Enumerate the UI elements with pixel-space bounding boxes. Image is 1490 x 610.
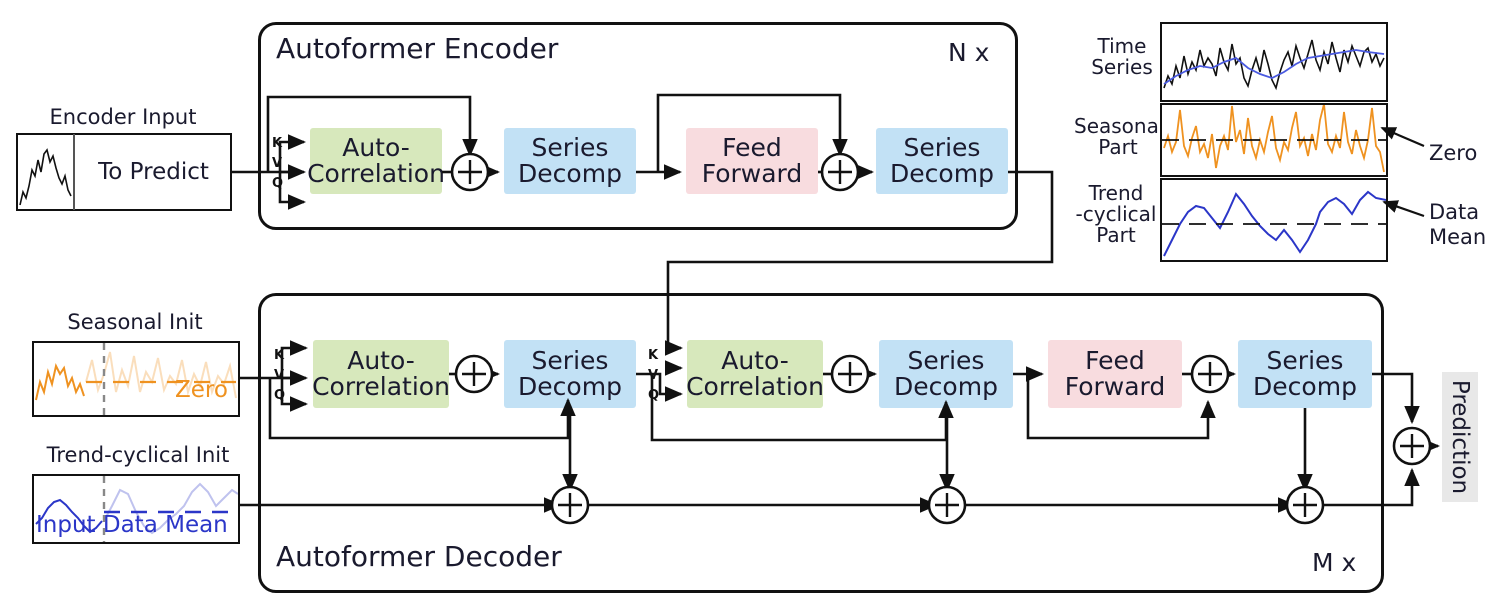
- encoder-decomp2-line2: Decomp: [890, 159, 994, 188]
- decoder2-k-label: K: [648, 348, 659, 363]
- encoder-title: Autoformer Encoder: [276, 32, 559, 65]
- decoder-title: Autoformer Decoder: [276, 540, 562, 573]
- add-op-decoder-2: [830, 354, 870, 394]
- decoder-repeat-label: M x: [1312, 548, 1357, 577]
- decoder-series-decomp-2[interactable]: Series Decomp: [879, 340, 1013, 408]
- trend-init-plot: [35, 476, 238, 542]
- decoder1-v-label: V: [274, 368, 285, 383]
- encoder-autocorr-line1: Auto-: [342, 132, 410, 162]
- ts-label-line1: Time: [1097, 34, 1147, 58]
- decoder1-q-label: Q: [274, 388, 286, 403]
- decoder1-k-label: K: [274, 348, 285, 363]
- decoder-sd1-line1: Series: [531, 345, 609, 375]
- data-mean-annotation-line1: Data: [1429, 200, 1480, 224]
- zero-annotation: Zero: [1429, 141, 1478, 165]
- decoder-feed-forward-block[interactable]: Feed Forward: [1048, 340, 1182, 408]
- seasonal-label-line2: Part: [1098, 135, 1138, 159]
- decoder2-q-label: Q: [648, 388, 660, 403]
- trend-init-caption: Trend-cyclical Init: [46, 443, 230, 467]
- data-mean-annotation-line2: Mean: [1429, 225, 1487, 249]
- encoder-input-to-predict-label: To Predict: [98, 158, 209, 185]
- encoder-decomp1-line1: Series: [531, 132, 609, 162]
- encoder-input-sparkline: [19, 148, 72, 206]
- encoder-decomp2-line1: Series: [903, 132, 981, 162]
- prediction-output-box: Prediction: [1442, 372, 1478, 502]
- decoder-sd3-line1: Series: [1266, 345, 1344, 375]
- decoder-ac1-line1: Auto-: [347, 345, 415, 375]
- trend-init-mean-label: Input Data Mean: [36, 512, 228, 538]
- decoder-ff-line2: Forward: [1064, 372, 1166, 401]
- ts-panel-label-time-series: Time Series: [1083, 36, 1161, 78]
- trend-label-line3: Part: [1096, 223, 1136, 247]
- decoder-auto-correlation-2[interactable]: Auto- Correlation: [686, 340, 824, 408]
- encoder-input-divider: [73, 134, 75, 210]
- encoder-auto-correlation-block[interactable]: Auto- Correlation: [307, 128, 445, 194]
- encoder-input-caption: Encoder Input: [49, 105, 197, 129]
- encoder-input-box: [16, 133, 232, 211]
- decoder-auto-correlation-1[interactable]: Auto- Correlation: [312, 340, 450, 408]
- decoder-sd2-line1: Series: [907, 345, 985, 375]
- ts-panel-label-trend: Trend -cyclical Part: [1070, 183, 1162, 246]
- encoder-autocorr-line2: Correlation: [307, 159, 445, 188]
- encoder-container: [258, 22, 1018, 230]
- encoder-ff-line2: Forward: [701, 159, 803, 188]
- encoder-v-label: V: [272, 156, 283, 171]
- decoder-sd1-line2: Decomp: [518, 372, 622, 401]
- add-op-encoder-1: [450, 152, 490, 192]
- decoder-ac2-line1: Auto-: [721, 345, 789, 375]
- decoder-sd2-line2: Decomp: [894, 372, 998, 401]
- seasonal-init-caption: Seasonal Init: [67, 310, 203, 334]
- add-op-decoder-3: [1190, 354, 1230, 394]
- add-op-final: [1392, 426, 1432, 466]
- encoder-series-decomp-1[interactable]: Series Decomp: [504, 128, 636, 194]
- encoder-ff-line1: Feed: [722, 132, 782, 162]
- trend-label-line1: Trend: [1088, 181, 1144, 205]
- decoder-sd3-line2: Decomp: [1253, 372, 1357, 401]
- decoder-series-decomp-3[interactable]: Series Decomp: [1238, 340, 1372, 408]
- add-op-encoder-2: [820, 152, 860, 192]
- seasonal-label-line1: Seasonal: [1074, 114, 1165, 138]
- seasonal-part-plot: [1162, 105, 1386, 173]
- encoder-k-label: K: [272, 136, 283, 151]
- encoder-series-decomp-2[interactable]: Series Decomp: [876, 128, 1008, 194]
- encoder-q-label: Q: [272, 176, 284, 191]
- trend-label-line2: -cyclical: [1075, 202, 1157, 226]
- trend-cyclical-part-plot: [1162, 190, 1386, 257]
- decoder-ff-line1: Feed: [1085, 345, 1145, 375]
- trend-cyclical-panel: [1160, 178, 1388, 262]
- encoder-feed-forward-block[interactable]: Feed Forward: [686, 128, 818, 194]
- seasonal-init-plot: [35, 343, 237, 415]
- ts-label-line2: Series: [1091, 55, 1153, 79]
- encoder-repeat-label: N x: [948, 38, 990, 67]
- ts-panel-label-seasonal: Seasonal Part: [1074, 114, 1165, 159]
- decoder-ac1-line2: Correlation: [312, 372, 450, 401]
- decoder-container: [258, 293, 1384, 593]
- decoder-series-decomp-1[interactable]: Series Decomp: [504, 340, 636, 408]
- trend-init-box: [32, 474, 240, 544]
- add-operators: [450, 152, 1432, 525]
- add-op-trend-2: [927, 485, 967, 525]
- add-op-trend-3: [1285, 485, 1325, 525]
- time-series-plot: [1163, 39, 1385, 91]
- add-op-trend-1: [550, 485, 590, 525]
- add-op-decoder-1: [454, 354, 494, 394]
- decoder-ac2-line2: Correlation: [686, 372, 824, 401]
- encoder-decomp1-line2: Decomp: [518, 159, 622, 188]
